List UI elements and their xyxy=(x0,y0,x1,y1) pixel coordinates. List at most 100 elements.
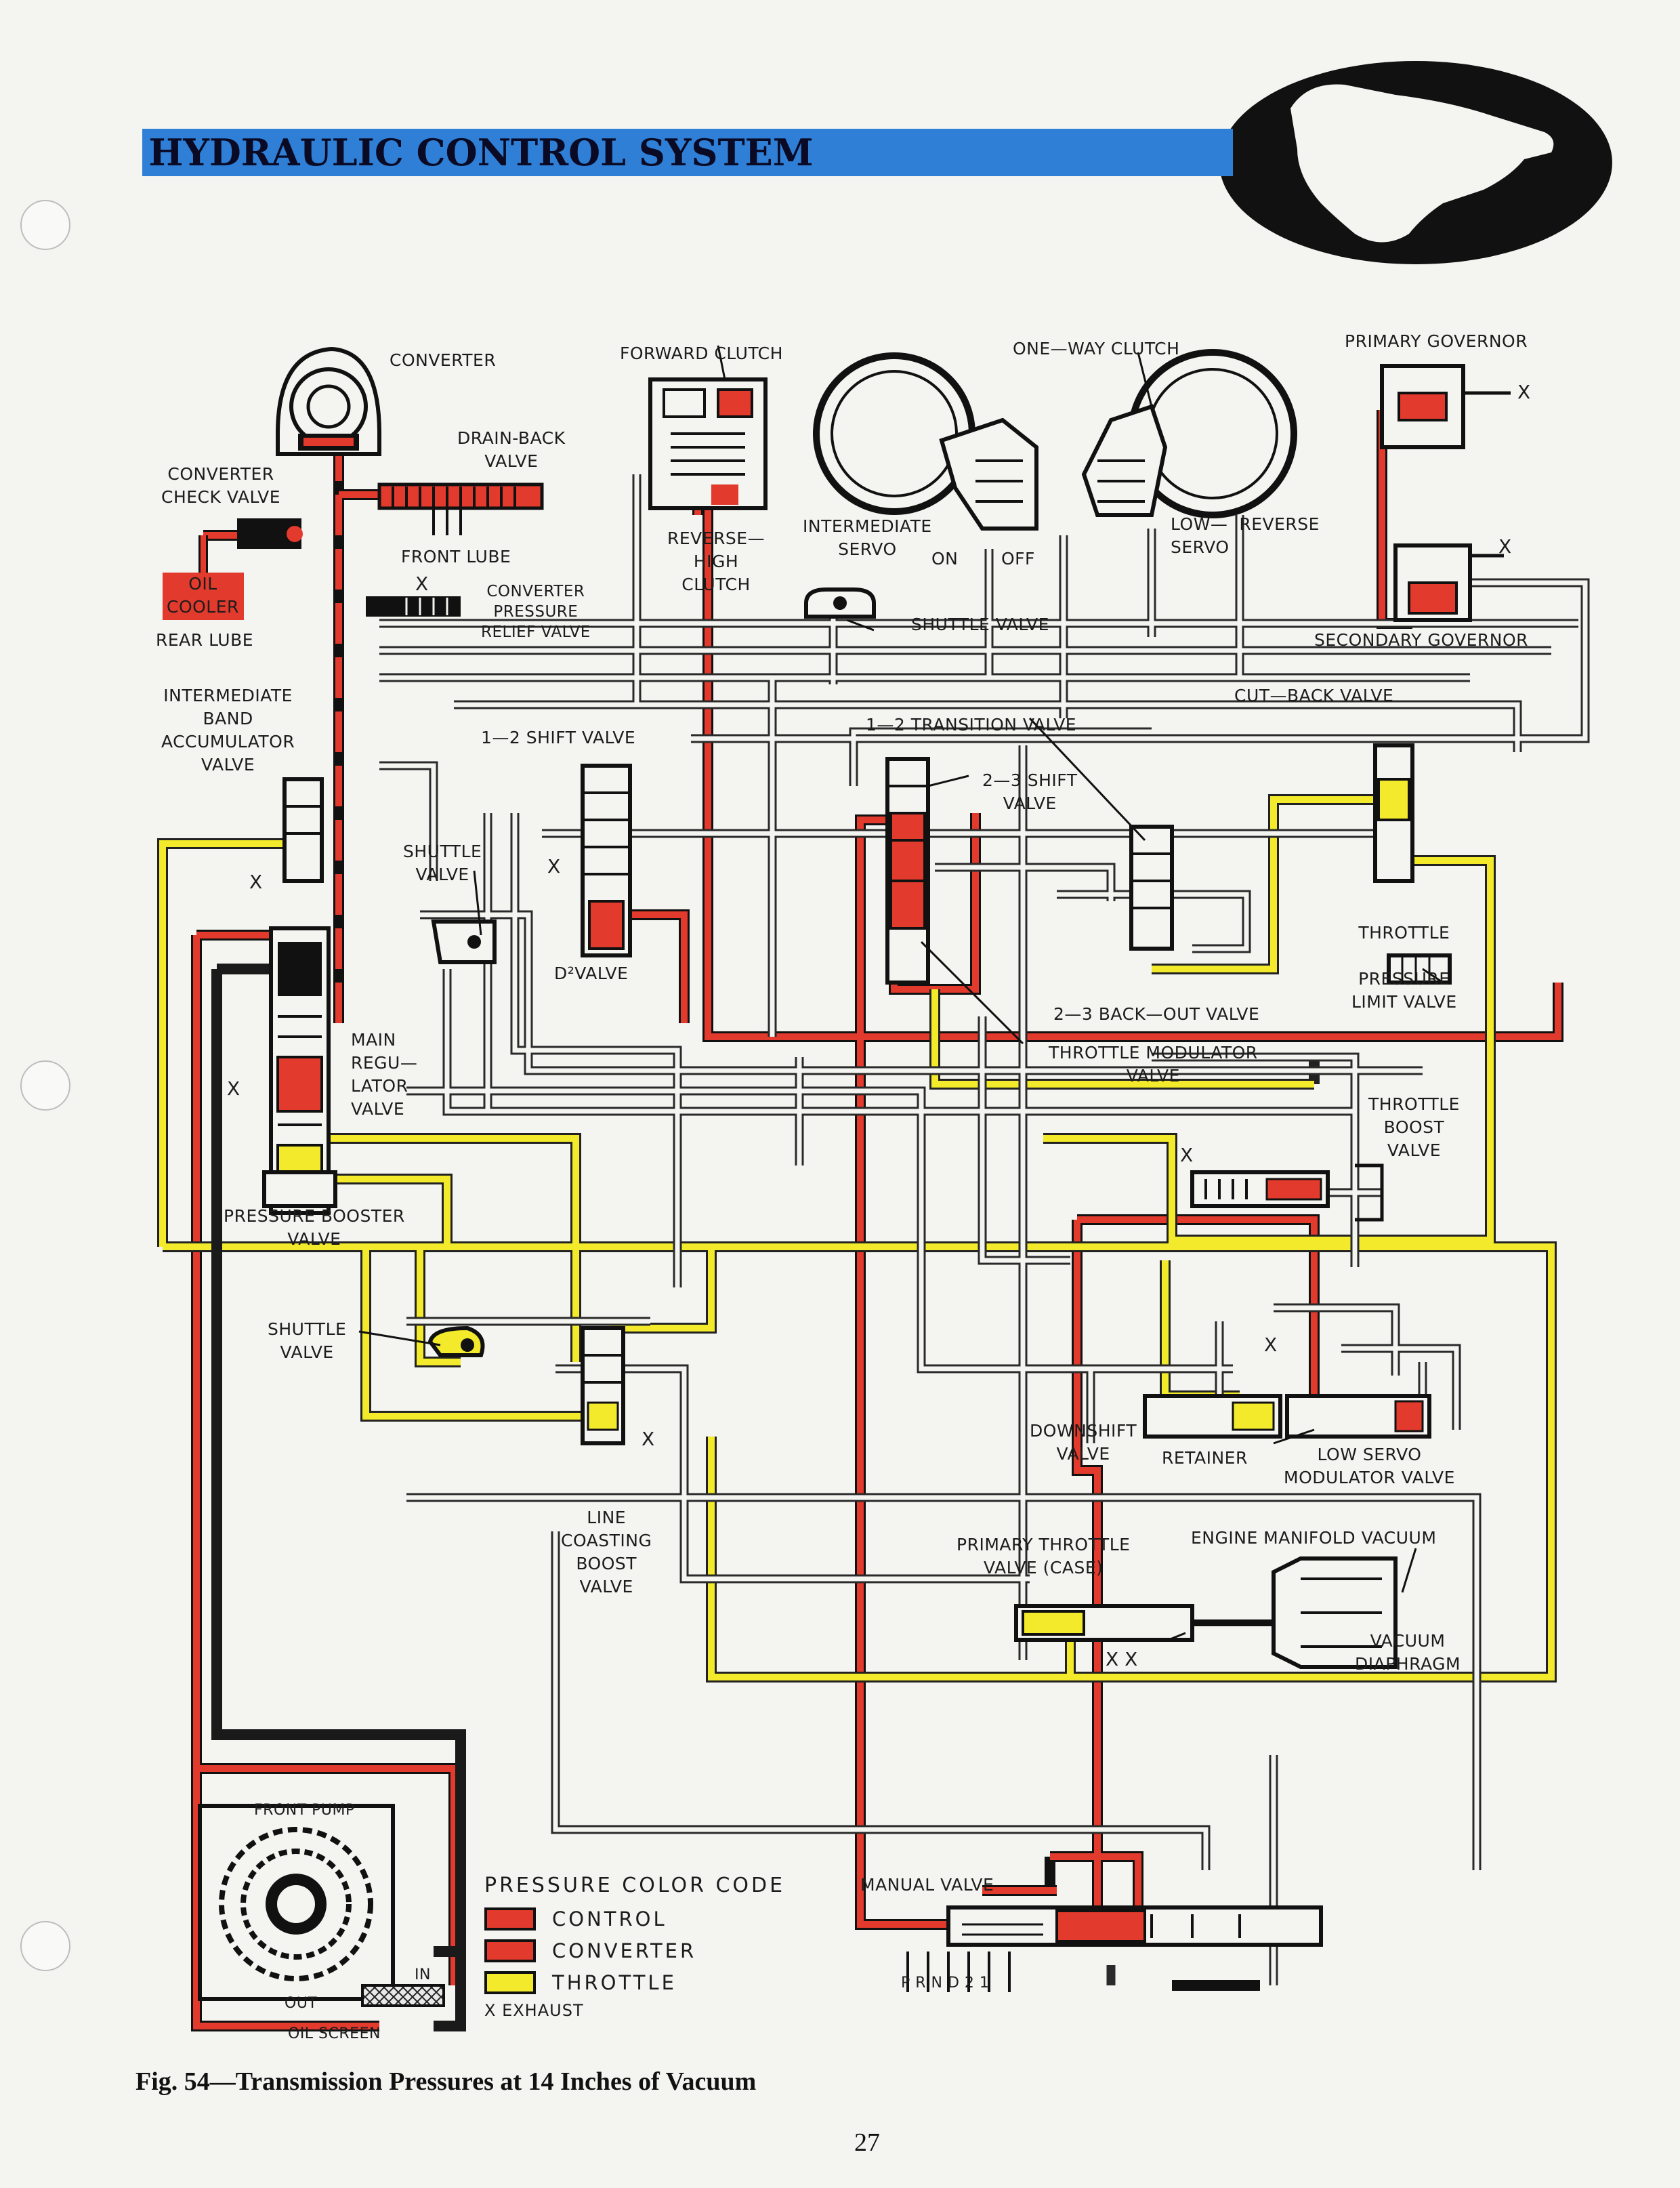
label-gear-positions: P R N D 2 1 xyxy=(901,1975,990,1991)
vacuum-diaphragm xyxy=(1192,1556,1398,1669)
label-front-pump: FRONT PUMP xyxy=(254,1802,355,1819)
label-two-three-shift-valve: 2—3 SHIFT VALVE xyxy=(982,770,1078,813)
label-converter: CONVERTER xyxy=(390,350,497,370)
cut-back-valve xyxy=(1373,743,1414,883)
one-two-shift-valve xyxy=(581,764,632,957)
pressure-booster-valve xyxy=(262,1170,337,1208)
label-shuttle-valve-top: SHUTTLE VALVE xyxy=(911,615,1049,634)
label-rear-lube: REAR LUBE xyxy=(156,630,254,650)
leader-lines xyxy=(358,345,1444,1641)
label-vacuum-diaphragm: VACUUM DIAPHRAGM xyxy=(1355,1631,1461,1674)
primary-governor xyxy=(1380,364,1511,449)
title-banner xyxy=(142,129,1233,176)
legend-title: PRESSURE COLOR CODE xyxy=(484,1874,786,1897)
label-secondary-governor: SECONDARY GOVERNOR xyxy=(1314,630,1529,650)
shuttle-valve-top xyxy=(804,587,876,619)
label-pressure-booster-valve: PRESSURE BOOSTER VALVE xyxy=(224,1206,405,1249)
front-pump xyxy=(198,1804,395,2001)
label-throttle-modulator-valve: THROTTLE MODULATOR VALVE xyxy=(1049,1043,1258,1086)
downshift-valve xyxy=(1143,1394,1282,1439)
label-d2-valve: D²VALVE xyxy=(554,964,629,983)
label-primary-governor: PRIMARY GOVERNOR xyxy=(1345,331,1528,351)
legend-label-converter: CONVERTER xyxy=(552,1939,697,1962)
manual-valve xyxy=(946,1905,1323,1947)
label-front-lube: FRONT LUBE xyxy=(401,547,511,566)
exhaust-mark: X xyxy=(415,573,429,595)
label-two-three-back-out-valve: 2—3 BACK—OUT VALVE xyxy=(1053,1004,1260,1024)
page-number: 27 xyxy=(854,2128,880,2157)
label-forward-clutch: FORWARD CLUTCH xyxy=(620,344,783,363)
exhaust-mark-double: X X xyxy=(1106,1648,1138,1670)
label-primary-throttle-valve: PRIMARY THROTTLE VALVE (CASE) xyxy=(957,1535,1131,1577)
legend-item-converter: CONVERTER xyxy=(484,1935,785,1966)
legend-swatch-converter xyxy=(484,1939,536,1962)
legend-label-control: CONTROL xyxy=(552,1907,667,1931)
legend-label-throttle: THROTTLE xyxy=(552,1970,677,1994)
label-retainer: RETAINER xyxy=(1162,1448,1248,1468)
converter-check-valve xyxy=(237,518,303,549)
oil-cooler xyxy=(163,535,244,620)
label-engine-manifold-vacuum: ENGINE MANIFOLD VACUUM xyxy=(1191,1528,1437,1548)
label-pump-out: OUT xyxy=(285,1995,318,2012)
label-shuttle-valve-mid: SHUTTLE VALVE xyxy=(403,842,482,884)
transmission-emblem xyxy=(1219,61,1612,264)
label-oil-cooler: OIL COOLER xyxy=(167,574,239,617)
label-pump-in: IN xyxy=(415,1966,431,1983)
label-intermediate-servo: INTERMEDIATE SERVO xyxy=(803,516,932,559)
label-intermediate-band-accumulator-valve: INTERMEDIATE BAND ACCUMULATOR VALVE xyxy=(161,686,295,775)
secondary-governor xyxy=(1393,543,1504,622)
label-main-regulator-valve: MAIN REGU— LATOR VALVE xyxy=(351,1030,418,1119)
converter-pressure-relief-valve xyxy=(366,596,461,617)
punch-hole-middle xyxy=(20,1060,70,1111)
legend-swatch-throttle xyxy=(484,1970,536,1994)
shuttle-valve-mid xyxy=(431,920,497,964)
figure-caption: Fig. 54—Transmission Pressures at 14 Inc… xyxy=(135,2067,757,2096)
legend-item-control: CONTROL xyxy=(484,1903,785,1935)
legend-item-throttle: THROTTLE xyxy=(484,1966,785,1998)
pressure-color-legend: PRESSURE COLOR CODE CONTROL CONVERTER TH… xyxy=(484,1874,785,2020)
label-manual-valve: MANUAL VALVE xyxy=(860,1875,994,1895)
low-reverse-servo xyxy=(1081,349,1297,518)
label-one-two-shift-valve: 1—2 SHIFT VALVE xyxy=(481,728,636,747)
intermediate-servo xyxy=(813,352,1038,531)
legend-swatch-control xyxy=(484,1907,536,1931)
converter xyxy=(276,346,381,456)
label-reverse-high-clutch: REVERSE— HIGH CLUTCH xyxy=(667,529,765,594)
unpressurized-passage-bore xyxy=(379,474,1588,1985)
legend-exhaust: X EXHAUST xyxy=(484,2001,584,2020)
punch-hole-bottom xyxy=(20,1921,70,1971)
throttle-pressure-fill xyxy=(159,796,1555,1680)
throttle-pressure-limit-valve xyxy=(1387,953,1452,985)
label-shuttle-valve-low: SHUTTLE VALVE xyxy=(268,1319,347,1362)
label-one-two-transition-valve: 1—2 TRANSITION VALVE xyxy=(866,715,1077,735)
low-servo-modulator-valve xyxy=(1285,1394,1431,1439)
line-coasting-boost-valve xyxy=(581,1326,625,1445)
primary-throttle-valve xyxy=(1014,1604,1194,1642)
exhaust-mark: X xyxy=(1517,381,1531,403)
shuttle-valve-low xyxy=(427,1325,485,1357)
page-title: HYDRAULIC CONTROL SYSTEM xyxy=(148,131,814,174)
label-throttle-pressure-limit-valve: THROTTLE PRESSURE LIMIT VALVE xyxy=(1351,923,1457,1012)
exhaust-mark: X xyxy=(249,871,263,893)
label-downshift-valve: DOWNSHIFT VALVE xyxy=(1030,1421,1137,1464)
exhaust-mark: X xyxy=(1264,1334,1278,1356)
intermediate-band-accumulator-valve xyxy=(282,777,324,883)
label-converter-check-valve: CONVERTER CHECK VALVE xyxy=(161,464,281,507)
exhaust-mark: X xyxy=(547,855,561,878)
throttle-boost-valve xyxy=(1190,1163,1384,1222)
label-drain-back-valve: DRAIN-BACK VALVE xyxy=(457,428,566,471)
forward-clutch xyxy=(648,377,768,510)
label-cut-back-valve: CUT—BACK VALVE xyxy=(1234,686,1394,705)
label-line-coasting-boost-valve: LINE COASTING BOOST VALVE xyxy=(561,1508,652,1596)
label-throttle-boost-valve: THROTTLE BOOST VALVE xyxy=(1368,1094,1460,1160)
label-oil-screen: OIL SCREEN xyxy=(288,2025,381,2042)
exhaust-mark: X xyxy=(1498,535,1512,558)
drain-back-valve xyxy=(377,482,544,535)
label-off: OFF xyxy=(1001,549,1035,569)
label-on: ON xyxy=(931,549,959,569)
oil-screen xyxy=(361,1984,445,2007)
label-one-way-clutch: ONE—WAY CLUTCH xyxy=(1013,339,1180,358)
exhaust-mark: X xyxy=(1180,1144,1194,1166)
one-two-transition-valve xyxy=(1129,825,1174,951)
